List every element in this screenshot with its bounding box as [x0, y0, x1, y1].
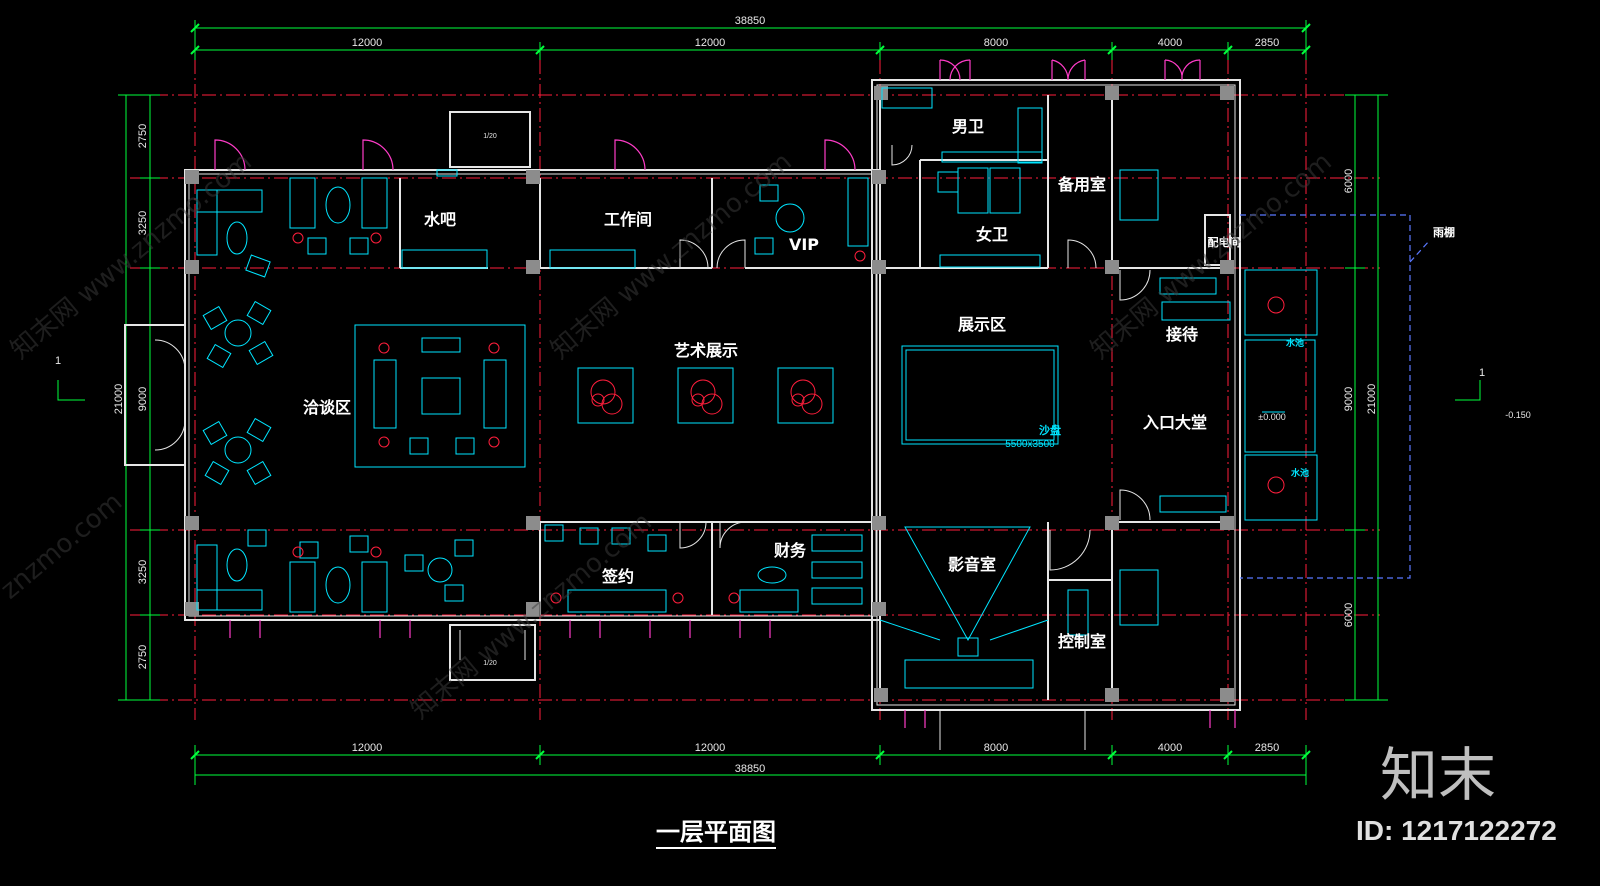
label-workroom: 工作间 — [604, 210, 652, 229]
drawing-title: 一层平面图 — [656, 818, 776, 846]
canopy — [1240, 214, 1431, 579]
label-art-display: 艺术展示 — [674, 341, 738, 360]
label-door-scale-bottom: 1/20 — [483, 660, 497, 667]
dimension-lines — [57, 20, 1481, 785]
label-cinema: 影音室 — [948, 555, 996, 574]
dim-seg-5-top: 2850 — [1255, 37, 1279, 49]
dim-right-total: 21000 — [1366, 384, 1378, 415]
dim-left-1: 2750 — [137, 124, 149, 148]
room-labels: 洽谈区 水吧 工作间 VIP 男卫 女卫 备用室 配电间 接待 艺术展示 展示区… — [303, 117, 1531, 667]
label-canopy: 雨棚 — [1433, 225, 1455, 239]
decor-circles — [292, 232, 1285, 604]
dimension-ticks — [190, 23, 1311, 760]
label-lobby: 入口大堂 — [1143, 413, 1207, 432]
dim-total-top: 38850 — [735, 15, 766, 27]
watermarks: 知末网 www.znzmo.com 知末网 www.znzmo.com 知末网 … — [0, 147, 1338, 726]
label-control-room: 控制室 — [1058, 632, 1106, 651]
label-door-scale-top: 1/20 — [483, 133, 497, 140]
label-negotiation: 洽谈区 — [303, 398, 351, 417]
dim-left-total: 21000 — [113, 384, 125, 415]
label-elevation-0: ±0.000 — [1258, 412, 1285, 422]
dim-seg-4-bottom: 4000 — [1158, 742, 1182, 754]
dim-seg-5-bottom: 2850 — [1255, 742, 1279, 754]
brand-logo: 知末 — [1380, 741, 1496, 809]
watermark-3: 知末网 www.znzmo.com — [1085, 147, 1337, 366]
door-swings — [154, 144, 1151, 750]
label-sand-table-size: 5500x3500 — [1005, 439, 1055, 450]
dim-right-2: 9000 — [1343, 387, 1355, 411]
label-mens-wc: 男卫 — [952, 117, 984, 136]
dim-right-1: 6000 — [1343, 169, 1355, 193]
columns — [185, 86, 1234, 702]
dim-right-3: 6000 — [1343, 603, 1355, 627]
dim-left-5: 2750 — [137, 645, 149, 669]
label-water-bar: 水吧 — [424, 210, 456, 229]
label-water-feature-2: 水池 — [1291, 467, 1309, 479]
label-vip: VIP — [789, 235, 819, 254]
label-womens-wc: 女卫 — [976, 225, 1008, 244]
dimension-labels: 38850 12000 12000 8000 4000 2850 12000 1… — [55, 15, 1485, 775]
watermark-4: znzmo.com — [0, 487, 128, 605]
label-power-room: 配电间 — [1208, 235, 1241, 249]
watermark-1: 知末网 www.znzmo.com — [5, 147, 257, 366]
dim-seg-2-top: 12000 — [695, 37, 726, 49]
label-exhibit: 展示区 — [958, 315, 1006, 334]
section-mark-right: 1 — [1479, 367, 1485, 379]
image-id: ID: 1217122272 — [1356, 815, 1557, 846]
dim-left-2: 3250 — [137, 211, 149, 235]
dim-seg-1-top: 12000 — [352, 37, 383, 49]
dim-seg-2-bottom: 12000 — [695, 742, 726, 754]
dim-left-4: 3250 — [137, 560, 149, 584]
dim-seg-1-bottom: 12000 — [352, 742, 383, 754]
doors — [214, 59, 1236, 728]
label-reception: 接待 — [1166, 325, 1198, 344]
dim-seg-4-top: 4000 — [1158, 37, 1182, 49]
label-elevation-neg: -0.150 — [1505, 410, 1531, 420]
label-finance: 财务 — [773, 541, 807, 560]
dim-left-3: 9000 — [137, 387, 149, 411]
label-water-feature-1: 水池 — [1286, 337, 1304, 349]
label-spare-room: 备用室 — [1057, 175, 1106, 194]
watermark-2: 知末网 www.znzmo.com — [545, 147, 797, 366]
dim-seg-3-bottom: 8000 — [984, 742, 1008, 754]
dim-seg-3-top: 8000 — [984, 37, 1008, 49]
dim-total-bottom: 38850 — [735, 763, 766, 775]
label-sand-table: 沙盘 — [1039, 423, 1061, 437]
furniture — [196, 87, 1318, 689]
label-signing: 签约 — [601, 567, 634, 586]
section-mark-left: 1 — [55, 355, 61, 367]
